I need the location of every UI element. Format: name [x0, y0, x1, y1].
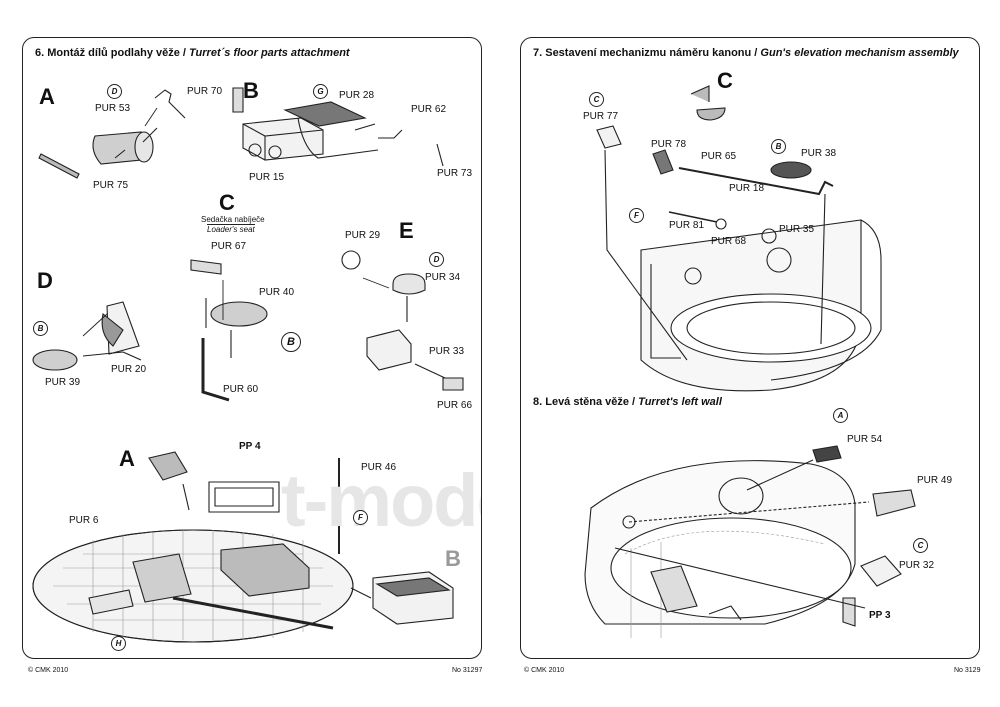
label-pur65: PUR 65 — [701, 151, 737, 162]
label-pp3: PP 3 — [869, 610, 891, 621]
watermark-left: t-modelisty.ru — [281, 459, 481, 542]
badge-b7: B — [771, 139, 786, 154]
label-pur34: PUR 34 — [425, 272, 461, 283]
label-pur15: PUR 15 — [249, 172, 285, 183]
part-seat-d — [32, 301, 142, 371]
badge-c7: C — [589, 92, 604, 107]
label-section-d: D — [37, 268, 53, 293]
label-pur77: PUR 77 — [583, 111, 619, 122]
section-8-heading-cz: 8. Levá stěna věže / — [533, 396, 639, 408]
section-7-heading-cz: 7. Sestavení mechanizmu náměru kanonu / — [533, 47, 761, 59]
label-section-a-assembly: A — [119, 446, 135, 471]
turret-floor-assembly — [32, 451, 354, 643]
badge-d-right: D — [429, 252, 444, 267]
part-seat-c — [190, 259, 268, 402]
footer-left-copyright: © CMK 2010 — [28, 667, 69, 674]
right-instruction-panel: 7. Sestavení mechanizmu náměru kanonu / … — [520, 37, 980, 659]
leader-lines — [82, 107, 390, 337]
label-pur33: PUR 33 — [429, 346, 465, 357]
label-pur29: PUR 29 — [345, 230, 381, 241]
left-panel-drawings — [32, 87, 464, 643]
section-6-heading-en: Turret´s floor parts attachment — [189, 47, 350, 59]
footer-left-number: No 31297 — [452, 667, 483, 674]
part-motor-a — [38, 89, 186, 179]
label-pur39: PUR 39 — [45, 377, 81, 388]
badge-b-small: B — [33, 321, 48, 336]
label-section-c: C — [219, 190, 235, 215]
label-pur60: PUR 60 — [223, 384, 259, 395]
label-pur73: PUR 73 — [437, 168, 473, 179]
section-6-heading-cz: 6. Montáž dílů podlahy věže / — [35, 47, 190, 59]
parts-7 — [596, 85, 834, 361]
right-panel-drawings — [584, 85, 916, 638]
turret-interior-7 — [640, 219, 882, 392]
part-assembly-e — [341, 250, 464, 391]
section-8-heading: 8. Levá stěna věže / Turret's left wall — [533, 396, 722, 408]
badge-f7: F — [629, 208, 644, 223]
label-pur75: PUR 75 — [93, 180, 129, 191]
label-pur28: PUR 28 — [339, 90, 375, 101]
section-7-heading: 7. Sestavení mechanizmu náměru kanonu / … — [533, 47, 959, 59]
label-section-e: E — [399, 218, 414, 243]
label-pur81: PUR 81 — [669, 220, 705, 231]
label-pur38: PUR 38 — [801, 148, 837, 159]
badge-g: G — [313, 84, 328, 99]
label-pur78: PUR 78 — [651, 139, 687, 150]
loader-seat-cz: Sedačka nabíječe — [201, 215, 265, 224]
label-pur54: PUR 54 — [847, 434, 883, 445]
badge-d-top: D — [107, 84, 122, 99]
section-8-heading-en: Turret's left wall — [638, 396, 722, 408]
badge-c8: C — [913, 538, 928, 553]
section-7-heading-en: Gun's elevation mechanism assembly — [760, 47, 959, 59]
badge-h: H — [111, 636, 126, 651]
label-pur32: PUR 32 — [899, 560, 935, 571]
footer-right-number: No 3129 — [954, 667, 981, 674]
part-grid-plate-b — [283, 101, 444, 167]
label-pur40: PUR 40 — [259, 287, 295, 298]
label-pur6: PUR 6 — [69, 515, 99, 526]
label-pur66: PUR 66 — [437, 400, 473, 411]
turret-wall-8 — [584, 460, 856, 638]
label-pur46: PUR 46 — [361, 462, 397, 473]
parts-8 — [614, 445, 916, 627]
label-pur53: PUR 53 — [95, 103, 131, 114]
section-6-heading: 6. Montáž dílů podlahy věže / Turret´s f… — [35, 47, 350, 59]
label-section-a: A — [39, 84, 55, 109]
label-pur35: PUR 35 — [779, 224, 815, 235]
label-section-c7: C — [717, 68, 733, 93]
label-pur49: PUR 49 — [917, 475, 953, 486]
label-section-b: B — [243, 78, 259, 103]
label-section-b-assembly: B — [445, 546, 461, 571]
label-pp4: PP 4 — [239, 441, 261, 452]
badge-a8: A — [833, 408, 848, 423]
label-pur62: PUR 62 — [411, 104, 447, 115]
label-pur67: PUR 67 — [211, 241, 247, 252]
loader-seat-en: Loader's seat — [207, 224, 255, 234]
label-pur18: PUR 18 — [729, 183, 765, 194]
left-instruction-panel: t-modelisty.ru 6. Montáž dílů podlahy vě… — [22, 37, 482, 659]
part-box-b-bottom — [350, 571, 454, 625]
badge-b-large: B — [281, 332, 301, 352]
label-pur70: PUR 70 — [187, 86, 223, 97]
label-pur68: PUR 68 — [711, 236, 747, 247]
label-pur20: PUR 20 — [111, 364, 147, 375]
footer-right-copyright: © CMK 2010 — [524, 667, 565, 674]
badge-f: F — [353, 510, 368, 525]
